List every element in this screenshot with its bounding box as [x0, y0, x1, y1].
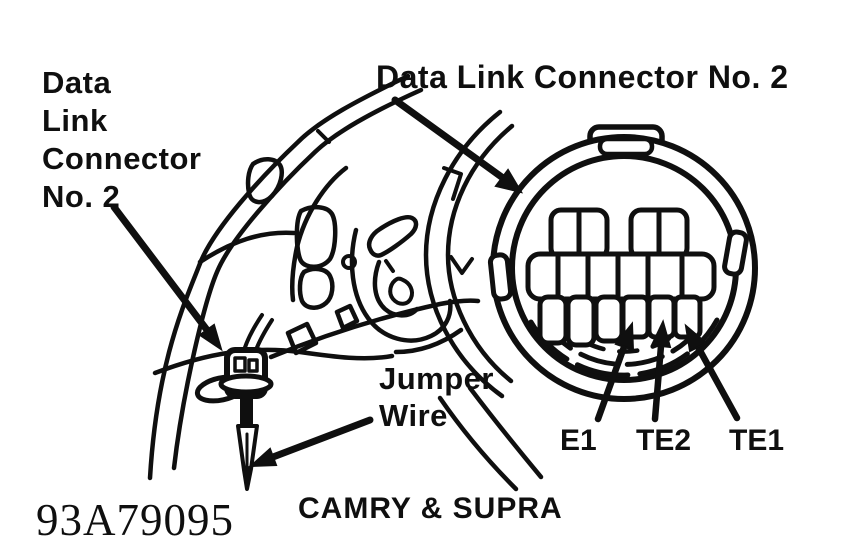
steering-column-shroud: [349, 227, 453, 343]
dash-switch-blank: [297, 266, 335, 310]
middle-band-dividers: [555, 254, 685, 299]
connector-body-detail-b: [247, 358, 259, 373]
pin-label-e1: E1: [560, 424, 597, 457]
a-pillar-outer-line: [147, 73, 411, 481]
arrow-jumper-wire: [248, 416, 374, 468]
stalk-tick: [384, 259, 395, 273]
bottom-pin-1: [537, 294, 569, 346]
wheel-hub-mark-a: [442, 166, 463, 201]
console-line-b: [467, 385, 544, 480]
pillar-tick: [316, 129, 331, 144]
arrow-top-label-to-connector: [391, 96, 524, 194]
connector-collar: [218, 373, 274, 395]
dash-top-edge: [197, 230, 297, 265]
dash-vent-panel: [294, 204, 338, 269]
arrow-pin-e1: [594, 321, 635, 423]
pin-label-te2: TE2: [636, 424, 692, 457]
connector-right-key-tab: [722, 229, 749, 277]
jumper-probe-tip: [242, 462, 252, 490]
lower-switch-blank-b: [334, 303, 360, 331]
ignition-key-slot: [388, 276, 414, 306]
connector-left-key-tab: [487, 252, 514, 302]
figure-number: 93A79095: [36, 495, 234, 545]
lower-dash-edge: [152, 347, 395, 376]
connector-label-left: Data Link Connector No. 2: [42, 65, 202, 214]
arrow-pin-te2: [650, 319, 672, 423]
dash-knob: [341, 254, 357, 270]
column-inner-curve: [372, 259, 420, 318]
a-pillar-inner-line: [171, 87, 424, 471]
steering-wheel-rim-outer: [423, 109, 505, 399]
bottom-pin-3: [593, 294, 625, 344]
jumper-wire-label: Jumper Wire: [379, 361, 494, 433]
dash-underside-edge: [268, 298, 481, 360]
connector-body-detail-a: [233, 356, 247, 373]
vehicle-caption: CAMRY & SUPRA: [298, 492, 563, 525]
wheel-bottom-spoke: [393, 327, 464, 355]
connector-label-top: Data Link Connector No. 2: [376, 59, 789, 95]
turn-signal-stalk: [366, 215, 419, 258]
top-tab-slot: [597, 136, 655, 157]
pin-cavity-grid: [525, 207, 717, 348]
console-line-a: [437, 395, 519, 492]
bottom-pin-2: [565, 294, 597, 348]
arrow-left-label-to-connector: [110, 203, 223, 352]
pillar-vent-triangle: [245, 157, 284, 205]
jumper-probe-stem: [240, 392, 253, 428]
wheel-hub-mark-b: [449, 255, 474, 275]
arrow-pin-te1: [684, 323, 741, 422]
leader-arrows: [110, 96, 741, 468]
pin-label-te1: TE1: [729, 424, 785, 457]
